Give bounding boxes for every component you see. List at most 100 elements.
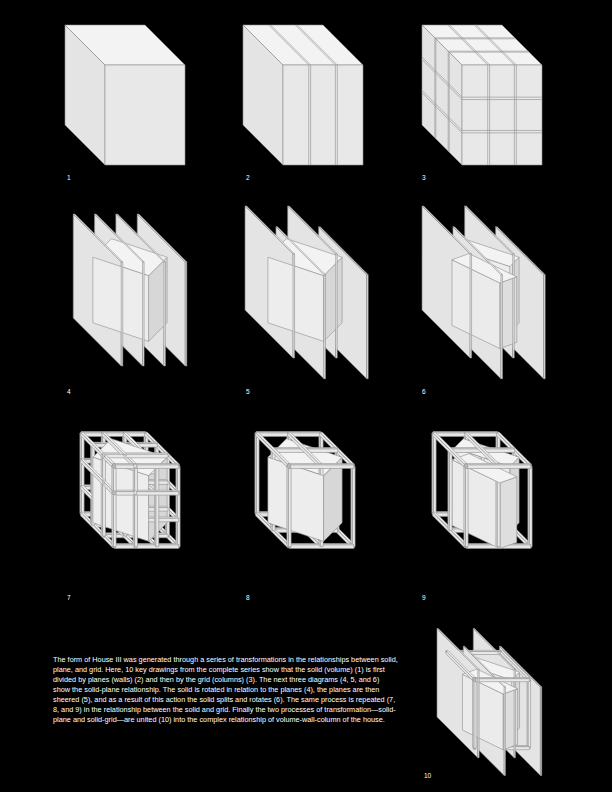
division-line (448, 51, 528, 52)
division-line (271, 25, 311, 65)
plane-face (514, 669, 515, 757)
plane-face (103, 456, 106, 536)
division-line (448, 51, 449, 151)
figure-drawing (65, 25, 185, 165)
plane-face (65, 25, 105, 165)
division-line (297, 25, 337, 65)
plane-face (103, 453, 104, 458)
plane-face (504, 687, 505, 775)
division-line (450, 25, 490, 65)
division-line (434, 38, 435, 138)
plane-face (287, 465, 288, 546)
division-line (435, 37, 515, 38)
plane-face (465, 206, 515, 254)
division-line (449, 52, 529, 53)
figure-drawing (432, 432, 532, 549)
plane-face (464, 465, 465, 546)
plane-face (93, 257, 149, 341)
figure-number: 10 (424, 772, 431, 780)
figure-drawing (243, 25, 363, 165)
plane-face (470, 254, 472, 358)
plane-face (73, 214, 123, 262)
division-line (487, 65, 488, 165)
plane-face (433, 432, 465, 468)
division-line (462, 99, 542, 100)
plane-face (529, 467, 532, 547)
division-line (474, 25, 514, 65)
figure-number: 2 (246, 174, 250, 182)
plane-face (95, 214, 145, 262)
division-line (310, 65, 311, 165)
plane-face (288, 432, 320, 468)
plane-face (422, 25, 462, 165)
plane-face (528, 680, 530, 748)
plane-face (113, 467, 116, 547)
plane-face (177, 467, 180, 547)
plane-face (473, 678, 475, 681)
number-holder: 8 (246, 594, 250, 602)
number-holder: 4 (67, 388, 71, 396)
plane-face (81, 432, 116, 464)
figure-drawing (80, 432, 180, 549)
plane-face (156, 467, 159, 547)
plane-face (81, 432, 113, 468)
figure-number: 4 (67, 388, 71, 396)
plane-face (102, 432, 134, 468)
division-line (269, 25, 309, 65)
plane-face (474, 680, 476, 748)
plane-face (449, 451, 452, 531)
plane-face (540, 687, 541, 775)
division-line (422, 90, 462, 130)
number-holder: 2 (246, 174, 250, 182)
plane-face (324, 275, 326, 379)
plane-face (276, 227, 326, 275)
plane-face (352, 467, 355, 547)
division-line (448, 25, 488, 65)
division-line (422, 93, 462, 133)
division-line (422, 60, 462, 100)
plane-face (243, 25, 283, 165)
plane-face (115, 545, 179, 549)
plane-face (446, 651, 476, 678)
division-line (295, 25, 335, 65)
plane-face (446, 651, 473, 681)
plane-face (462, 65, 542, 165)
plane-face (104, 454, 168, 458)
plane-face (473, 629, 515, 670)
plane-face (473, 679, 474, 748)
plane-face (467, 465, 531, 469)
plane-face (478, 669, 479, 757)
plane-face (103, 480, 104, 485)
figure-number: 8 (246, 594, 250, 602)
division-line (462, 97, 542, 98)
plane-face (501, 275, 503, 379)
figure-number: 7 (67, 594, 71, 602)
plane-face (336, 254, 338, 358)
plane-face (113, 464, 116, 468)
division-line (489, 65, 490, 165)
division-line (335, 65, 336, 165)
plane-face (83, 433, 147, 437)
division-line (462, 132, 542, 133)
division-line (422, 57, 462, 97)
figure-drawing (437, 629, 542, 776)
plane-face (121, 262, 123, 366)
plane-face (135, 467, 138, 547)
plane-face (453, 227, 503, 275)
figure-number: 5 (246, 388, 250, 396)
figure-number: 3 (422, 174, 426, 182)
number-holder: 7 (67, 594, 71, 602)
plane-face (288, 206, 338, 254)
plane-face (123, 455, 127, 456)
plane-face (245, 206, 295, 254)
plane-face (465, 464, 466, 469)
figure-number: 6 (422, 388, 426, 396)
plane-face (513, 254, 515, 358)
number-holder: 3 (422, 174, 426, 182)
number-holder: 1 (67, 174, 71, 182)
plane-face (293, 254, 295, 358)
plane-face (475, 679, 529, 682)
plane-face (268, 457, 324, 541)
division-line (516, 65, 517, 165)
division-line (436, 38, 516, 39)
